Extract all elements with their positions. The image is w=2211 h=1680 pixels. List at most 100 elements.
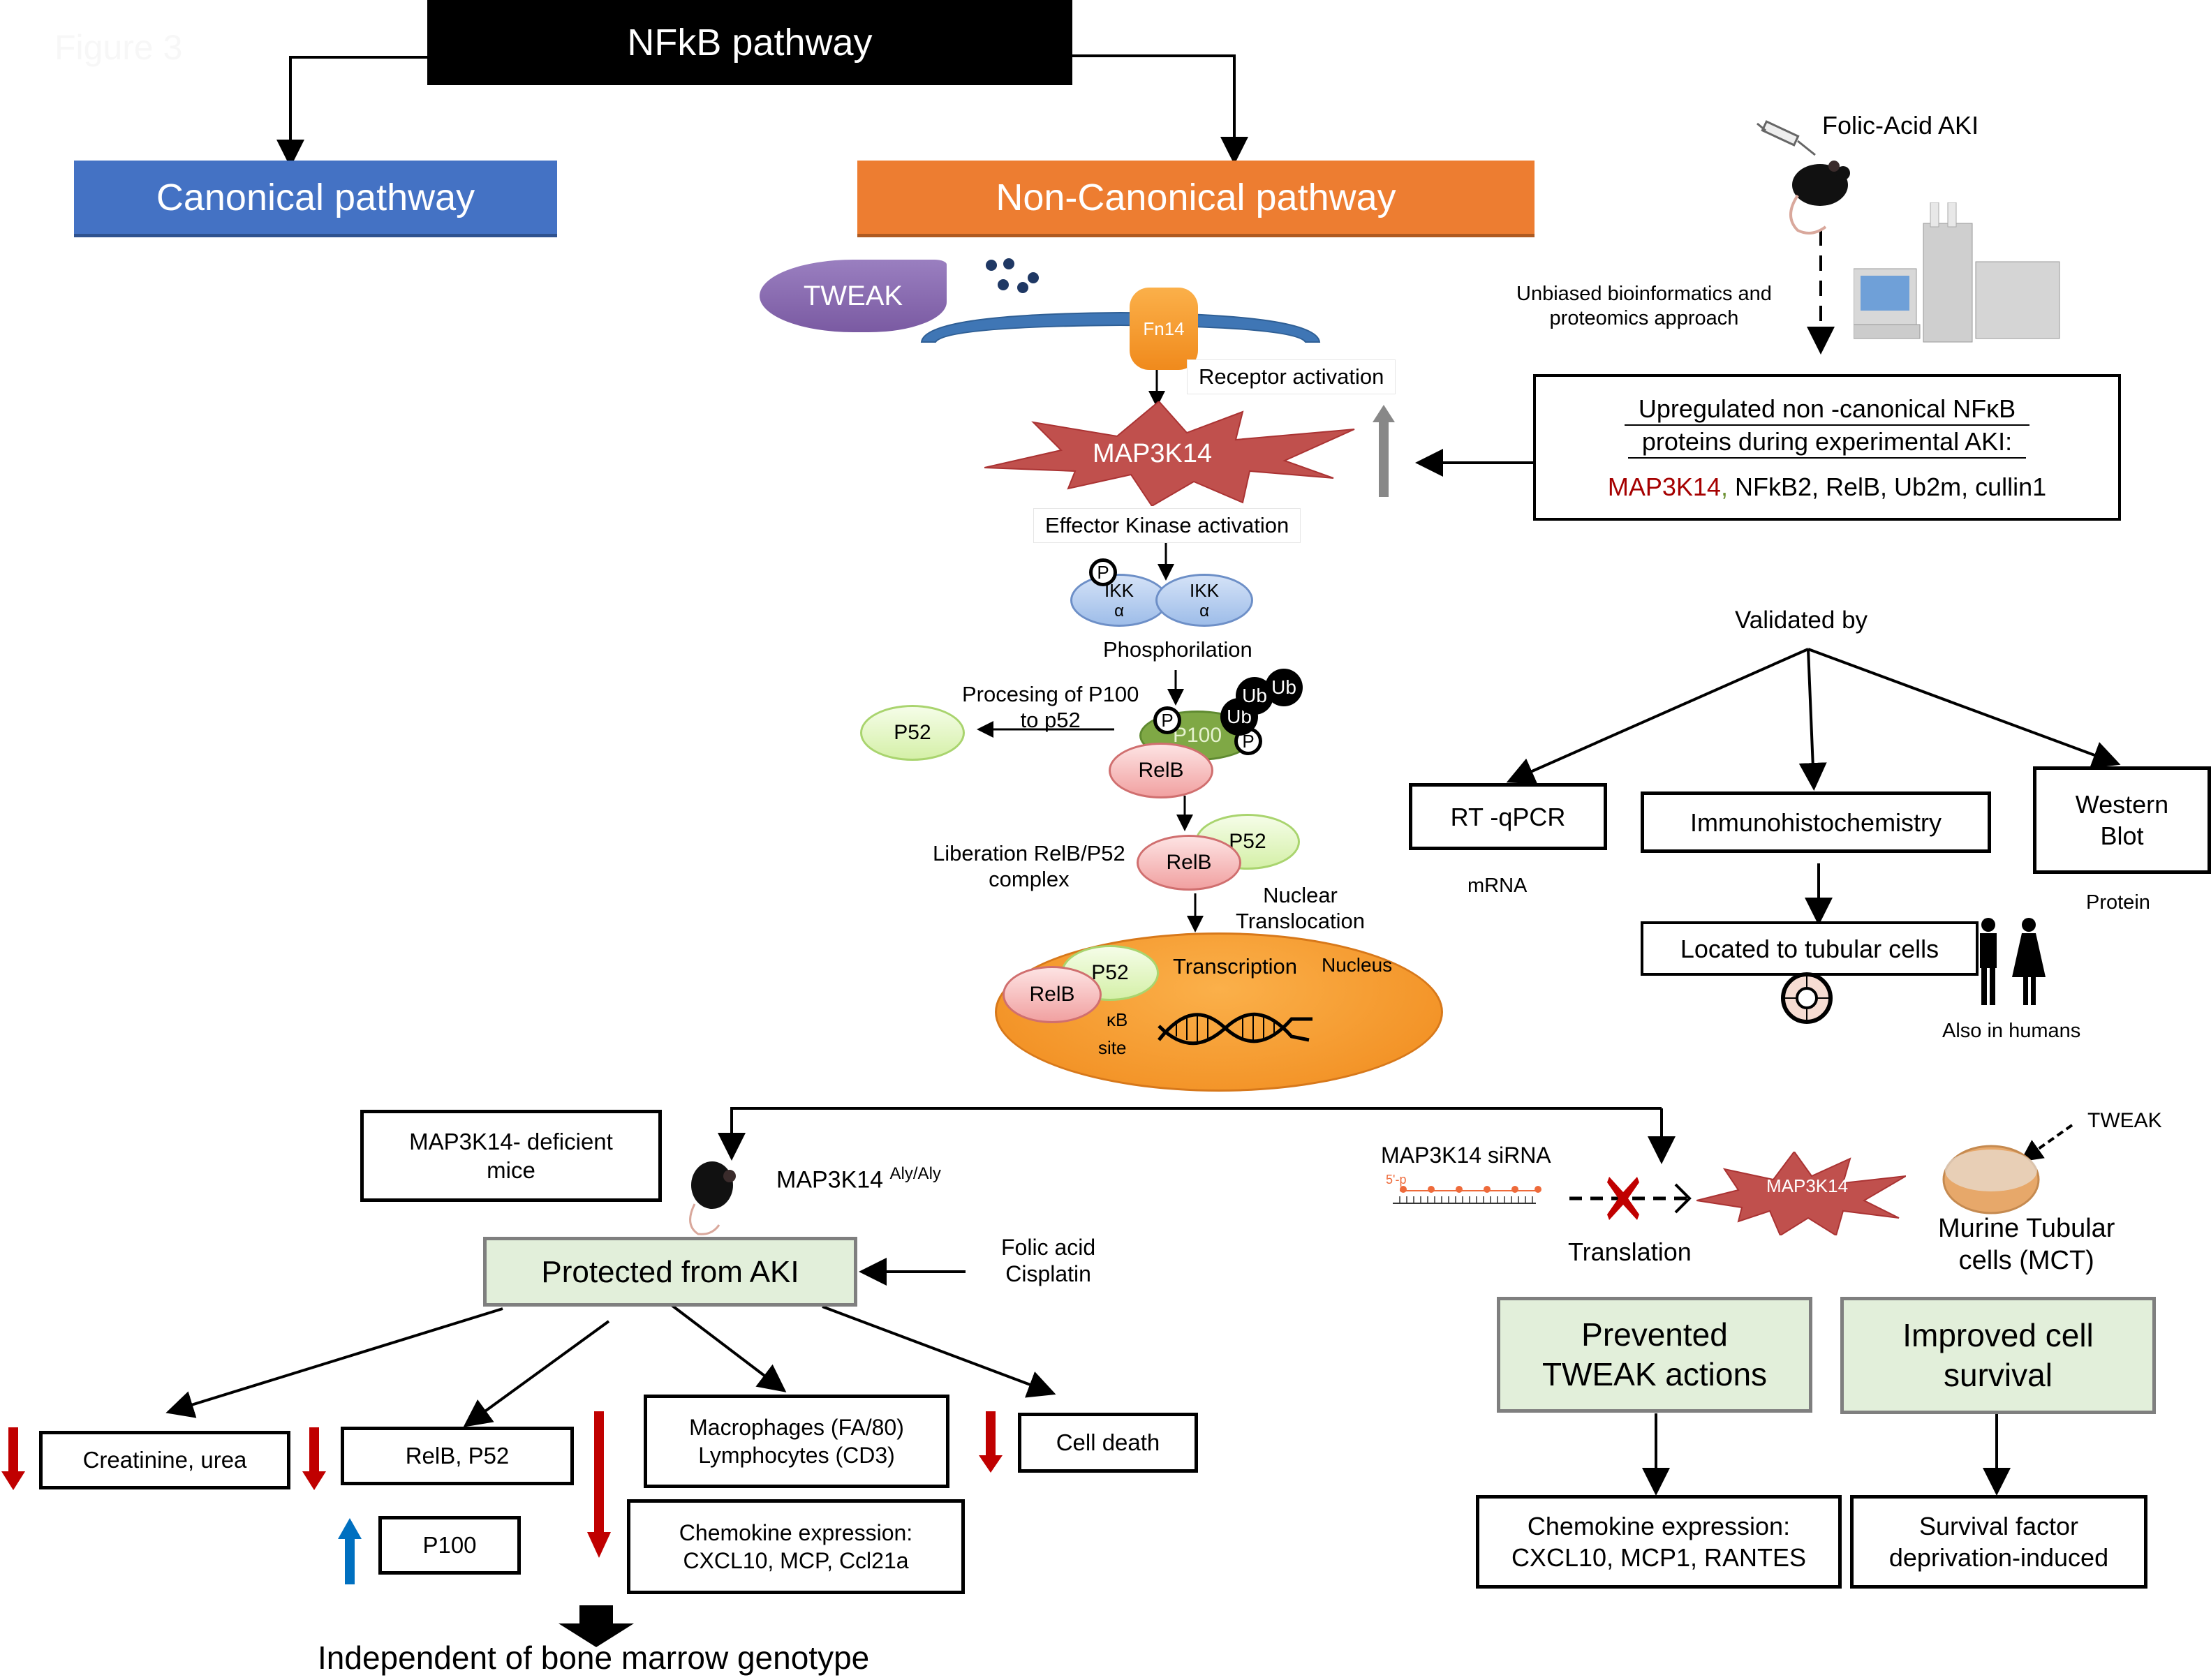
protected-label: Protected from AKI [541, 1254, 799, 1289]
ikk-alpha-1: IKK α [1070, 574, 1168, 627]
down-arrow-relb [302, 1427, 326, 1490]
mct-label: Murine Tubular cells (MCT) [1938, 1213, 2115, 1277]
ikk-sub: α [1114, 601, 1124, 620]
approach-line2: proteomics approach [1549, 306, 1739, 329]
tweak-label: TWEAK [803, 280, 903, 311]
arrow-to-noncanonical [1072, 54, 1248, 165]
processing-label: Procesing of P100 to p52 [962, 681, 1139, 733]
genotype-superscript: Aly/Aly [889, 1164, 941, 1183]
arrow-to-rtqpcr [1506, 648, 1809, 785]
knockout-mouse-icon [689, 1161, 736, 1235]
mrna-note: mRNA [1467, 875, 1528, 897]
phospho-badge-p100-1: P [1153, 706, 1181, 734]
humans-icon [1980, 918, 2046, 1005]
effect2-line2: deprivation-induced [1888, 1543, 2109, 1572]
effect-chemokine-box: Chemokine expression: CXCL10, MCP1, RANT… [1476, 1495, 1842, 1589]
header-title: NFkB pathway [627, 22, 873, 64]
down-arrow-celldeath [979, 1411, 1003, 1473]
mct-line2: cells (MCT) [1958, 1245, 2094, 1275]
p100-label: P100 [1172, 724, 1222, 747]
translation-label: Translation [1568, 1237, 1692, 1266]
deficient-line1: MAP3K14- deficient [409, 1128, 613, 1154]
rtqpcr-label: RT -qPCR [1450, 802, 1566, 831]
lymphocytes-label: Lymphocytes (CD3) [698, 1443, 895, 1468]
arrow-to-macrophages [670, 1304, 787, 1392]
ikk-sub: α [1199, 601, 1209, 620]
canonical-pathway-box: Canonical pathway [74, 161, 557, 237]
other-proteins: NFkB2, RelB, Ub2m, cullin1 [1734, 472, 2047, 501]
outcome-inflammation-box: Macrophages (FA/80) Lymphocytes (CD3) [644, 1395, 949, 1488]
nucleus-label: Nucleus [1322, 954, 1393, 976]
creatinine-label: Creatinine, urea [82, 1447, 247, 1473]
genotype-name: MAP3K14 [776, 1166, 884, 1194]
nuclear-line1: Nuclear [1263, 883, 1338, 907]
relb-protein-1: RelB [1109, 743, 1213, 798]
relb-protein-2: RelB [1137, 835, 1241, 891]
effect-survival-box: Survival factor deprivation-induced [1850, 1495, 2147, 1589]
ikk-label: IKK [1190, 579, 1219, 601]
outcome-celldeath-box: Cell death [1018, 1413, 1198, 1473]
western-line1: Western [2075, 790, 2169, 819]
upregulated-line1: Upregulated non -canonical NFκB [1624, 393, 2030, 426]
figure-label: Figure 3 [54, 28, 183, 67]
down-arrow-creatinine [1, 1427, 25, 1490]
liberation-label: Liberation RelB/P52 complex [933, 840, 1125, 892]
validated-by-label: Validated by [1735, 607, 1868, 634]
fn14-label: Fn14 [1143, 318, 1185, 339]
arrow-to-creatinine [165, 1307, 503, 1418]
site-label: site [1098, 1037, 1127, 1058]
located-label: Located to tubular cells [1680, 934, 1939, 963]
p52-label: P52 [894, 721, 931, 744]
effector-kinase-label: Effector Kinase activation [1033, 508, 1301, 543]
upregulated-line2: proteins during experimental AKI: [1627, 426, 2027, 459]
approach-line1: Unbiased bioinformatics and [1516, 283, 1772, 305]
processing-line1: Procesing of P100 [962, 682, 1139, 706]
western-line2: Blot [2100, 822, 2144, 850]
deficient-line2: mice [487, 1157, 535, 1183]
result1-line2: TWEAK actions [1541, 1356, 1768, 1392]
effect2-line1: Survival factor [1918, 1512, 2079, 1540]
receptor-activation-label: Receptor activation [1187, 359, 1396, 394]
syringe-icon [1757, 120, 1816, 156]
tubule-icon [1781, 972, 1833, 1024]
relb-nuclear: RelB [1003, 966, 1102, 1023]
noncanonical-pathway-box: Non-Canonical pathway [857, 161, 1535, 237]
outcome-creatinine-box: Creatinine, urea [39, 1431, 290, 1489]
ubiquitin-3: Ub [1265, 669, 1303, 706]
upregulated-proteins-box: Upregulated non -canonical NFκB proteins… [1533, 374, 2121, 521]
mct-line1: Murine Tubular [1938, 1214, 2115, 1243]
result1-line1: Prevented [1581, 1316, 1728, 1353]
deficient-mice-box: MAP3K14- deficient mice [360, 1110, 662, 1202]
effect1-line2: CXCL10, MCP1, RANTES [1511, 1543, 1807, 1572]
map3k14-burst-small-icon [1696, 1152, 1906, 1235]
chemokine-title: Chemokine expression: [679, 1520, 913, 1545]
approach-label: Unbiased bioinformatics and proteomics a… [1516, 282, 1772, 331]
insult-line2: Cisplatin [1005, 1261, 1091, 1287]
canonical-pathway-label: Canonical pathway [156, 176, 475, 218]
conclusion-label: Independent of bone marrow genotype [318, 1640, 870, 1676]
cell-membrane-icon [920, 311, 1321, 343]
protected-from-aki-box: Protected from AKI [483, 1237, 857, 1307]
map3k14-burst-icon [984, 401, 1355, 506]
relb-label: RelB [1029, 983, 1075, 1006]
also-in-humans-label: Also in humans [1942, 1020, 2081, 1042]
outcome-chemokine-box: Chemokine expression: CXCL10, MCP, Ccl21… [627, 1499, 965, 1594]
highlight-protein: MAP3K14 [1607, 472, 1721, 501]
ihc-label: Immunohistochemistry [1689, 808, 1942, 837]
arrow-to-ihc [1798, 648, 1827, 791]
processing-line2: to p52 [1020, 708, 1081, 733]
tweak-particles-icon [986, 258, 1039, 293]
down-arrow-inflammation [587, 1411, 611, 1558]
located-box: Located to tubular cells [1641, 921, 1979, 976]
ihc-box: Immunohistochemistry [1641, 791, 1991, 853]
sirna-label: MAP3K14 siRNA [1381, 1143, 1551, 1168]
arrow-to-celldeath [822, 1305, 1056, 1398]
svg-text:5'-p: 5'-p [1386, 1173, 1406, 1187]
culture-dish-icon [1942, 1145, 2040, 1214]
arrow-to-western [1807, 648, 2121, 768]
sirna-duplex-icon: 5'-p [1386, 1173, 1541, 1204]
protein-separator: , [1720, 472, 1728, 501]
p52-released: P52 [860, 705, 965, 761]
up-arrow-p100 [338, 1518, 362, 1584]
relb-label: RelB [1166, 851, 1212, 874]
